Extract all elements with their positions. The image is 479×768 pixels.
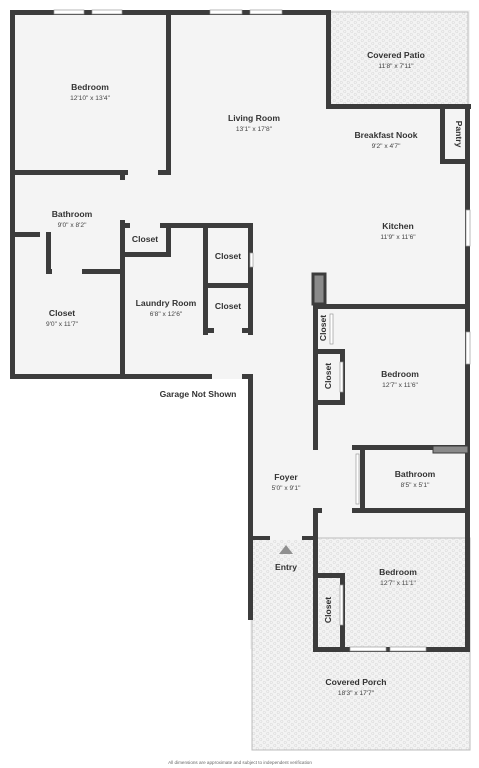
entry-arrow-icon <box>279 545 293 554</box>
bedroom-3-dim: 12'7" x 11'1" <box>380 580 416 587</box>
closet-big-dim: 9'0" x 11'7" <box>46 321 79 328</box>
bedroom-2-dim: 12'7" x 11'6" <box>382 382 418 389</box>
pantry-name: Pantry <box>454 121 464 148</box>
closet-bed3-name: Closet <box>323 597 333 623</box>
closet-upper-name: Closet <box>215 251 241 261</box>
bedroom-3-name: Bedroom <box>379 567 417 577</box>
laundry-room-dim: 6'8" x 12'6" <box>150 311 183 318</box>
bathroom-2-dim: 8'5" x 5'1" <box>401 482 430 489</box>
foyer-name: Foyer <box>274 472 298 482</box>
closet-big-name: Closet <box>49 308 75 318</box>
bathroom-2-name: Bathroom <box>395 469 436 479</box>
covered-patio-area <box>330 12 468 106</box>
living-room-dim: 13'1" x 17'8" <box>236 126 273 133</box>
garage-note: Garage Not Shown <box>160 389 237 399</box>
breakfast-nook-dim: 9'2" x 4'7" <box>372 143 401 150</box>
breakfast-nook-name: Breakfast Nook <box>354 130 417 140</box>
covered-porch-dim: 18'3" x 17'7" <box>338 690 375 697</box>
kitchen-name: Kitchen <box>382 221 414 231</box>
laundry-room-name: Laundry Room <box>136 298 197 308</box>
closet-bed2-b-name: Closet <box>323 363 333 389</box>
kitchen-dim: 11'9" x 11'6" <box>380 234 416 241</box>
closet-hall-name: Closet <box>132 234 158 244</box>
bedroom-1-name: Bedroom <box>71 82 109 92</box>
entry-name: Entry <box>275 562 297 572</box>
bedroom-2-name: Bedroom <box>381 369 419 379</box>
covered-porch-name: Covered Porch <box>325 677 386 687</box>
bedroom-1-dim: 12'10" x 13'4" <box>70 95 110 102</box>
bathroom-1-dim: 9'0" x 8'2" <box>58 222 87 229</box>
covered-porch-area <box>252 538 470 750</box>
closet-bed2-a-name: Closet <box>318 315 328 341</box>
covered-patio-dim: 11'8" x 7'11" <box>378 63 414 70</box>
foyer-dim: 5'0" x 9'1" <box>272 485 301 492</box>
bathroom-1-name: Bathroom <box>52 209 93 219</box>
living-room-name: Living Room <box>228 113 280 123</box>
doors <box>52 170 352 540</box>
covered-patio-name: Covered Patio <box>367 50 425 60</box>
room-labels: Bedroom 12'10" x 13'4" Living Room 13'1"… <box>46 50 464 765</box>
closet-lower-name: Closet <box>215 301 241 311</box>
disclaimer-footer: All dimensions are approximate and subje… <box>168 760 312 765</box>
windows <box>53 9 471 652</box>
